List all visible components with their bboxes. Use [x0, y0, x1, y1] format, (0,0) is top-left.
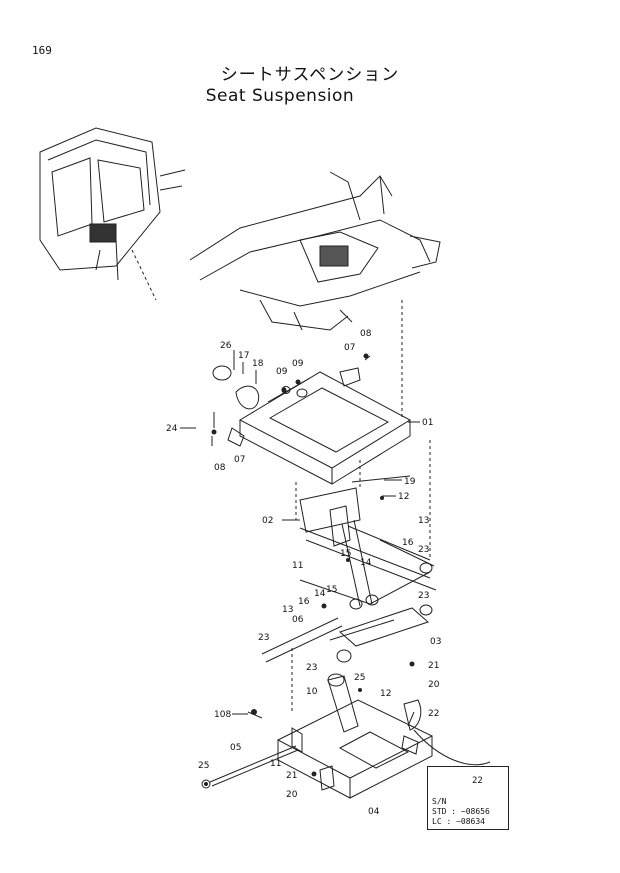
- part-label: 17: [238, 351, 249, 361]
- part-label: 09: [292, 359, 304, 369]
- part-label: 23: [258, 633, 269, 643]
- serial-number-box: 22 S/N STD : ~08656 LC : ~08634: [427, 766, 509, 830]
- serial-lc: LC : ~08634: [432, 817, 485, 826]
- part-label: 09: [276, 367, 288, 377]
- scissor-linkage: [261, 475, 437, 663]
- part-label: 14: [360, 558, 372, 568]
- part-label: 14: [314, 589, 326, 599]
- part-label: 24: [166, 424, 178, 434]
- part-label: 07: [234, 455, 245, 465]
- part-label: 11: [270, 759, 281, 769]
- part-callouts: 26 17 18 09 09 07 08 24 08 07 01 19 12 0…: [166, 329, 441, 817]
- part-label: 19: [404, 477, 416, 487]
- part-label: 16: [402, 538, 414, 548]
- part-label: 108: [214, 710, 231, 720]
- cab-illustration: [39, 127, 186, 301]
- part-label: 22: [472, 776, 483, 786]
- part-label: 01: [422, 418, 433, 428]
- part-label: 15: [326, 585, 337, 595]
- title-english: Seat Suspension: [205, 86, 355, 106]
- part-label: 25: [354, 673, 365, 683]
- part-label: 10: [306, 687, 318, 697]
- part-label: 12: [398, 492, 409, 502]
- part-label: 05: [230, 743, 241, 753]
- seat-lower-base: [201, 673, 491, 799]
- title-japanese: シートサスペンション: [220, 65, 400, 85]
- part-label: 25: [198, 761, 209, 771]
- page-number: 169: [32, 44, 52, 57]
- part-label: 23: [418, 591, 429, 601]
- part-label: 16: [298, 597, 310, 607]
- part-label: 04: [368, 807, 380, 817]
- part-label: 23: [418, 545, 429, 555]
- base-frame-illustration: [189, 171, 441, 331]
- part-label: 07: [344, 343, 355, 353]
- alignment-lines: [291, 300, 431, 712]
- part-label: 13: [282, 605, 293, 615]
- part-label: 20: [428, 680, 440, 690]
- part-label: 06: [292, 615, 304, 625]
- part-label: 21: [428, 661, 439, 671]
- part-label: 18: [252, 359, 264, 369]
- part-label: 15: [340, 549, 351, 559]
- part-label: 22: [428, 709, 439, 719]
- part-label: 13: [418, 516, 429, 526]
- part-label: 20: [286, 790, 298, 800]
- part-label: 21: [286, 771, 297, 781]
- serial-std: STD : ~08656: [432, 807, 490, 816]
- fasteners: [204, 353, 474, 786]
- part-label: 02: [262, 516, 273, 526]
- part-label: 08: [360, 329, 372, 339]
- part-label: 03: [430, 637, 441, 647]
- part-label: 08: [214, 463, 226, 473]
- part-label: 23: [306, 663, 317, 673]
- part-label: 26: [220, 341, 232, 351]
- serial-label: S/N: [432, 797, 447, 806]
- part-label: 12: [380, 689, 391, 699]
- part-label: 11: [292, 561, 303, 571]
